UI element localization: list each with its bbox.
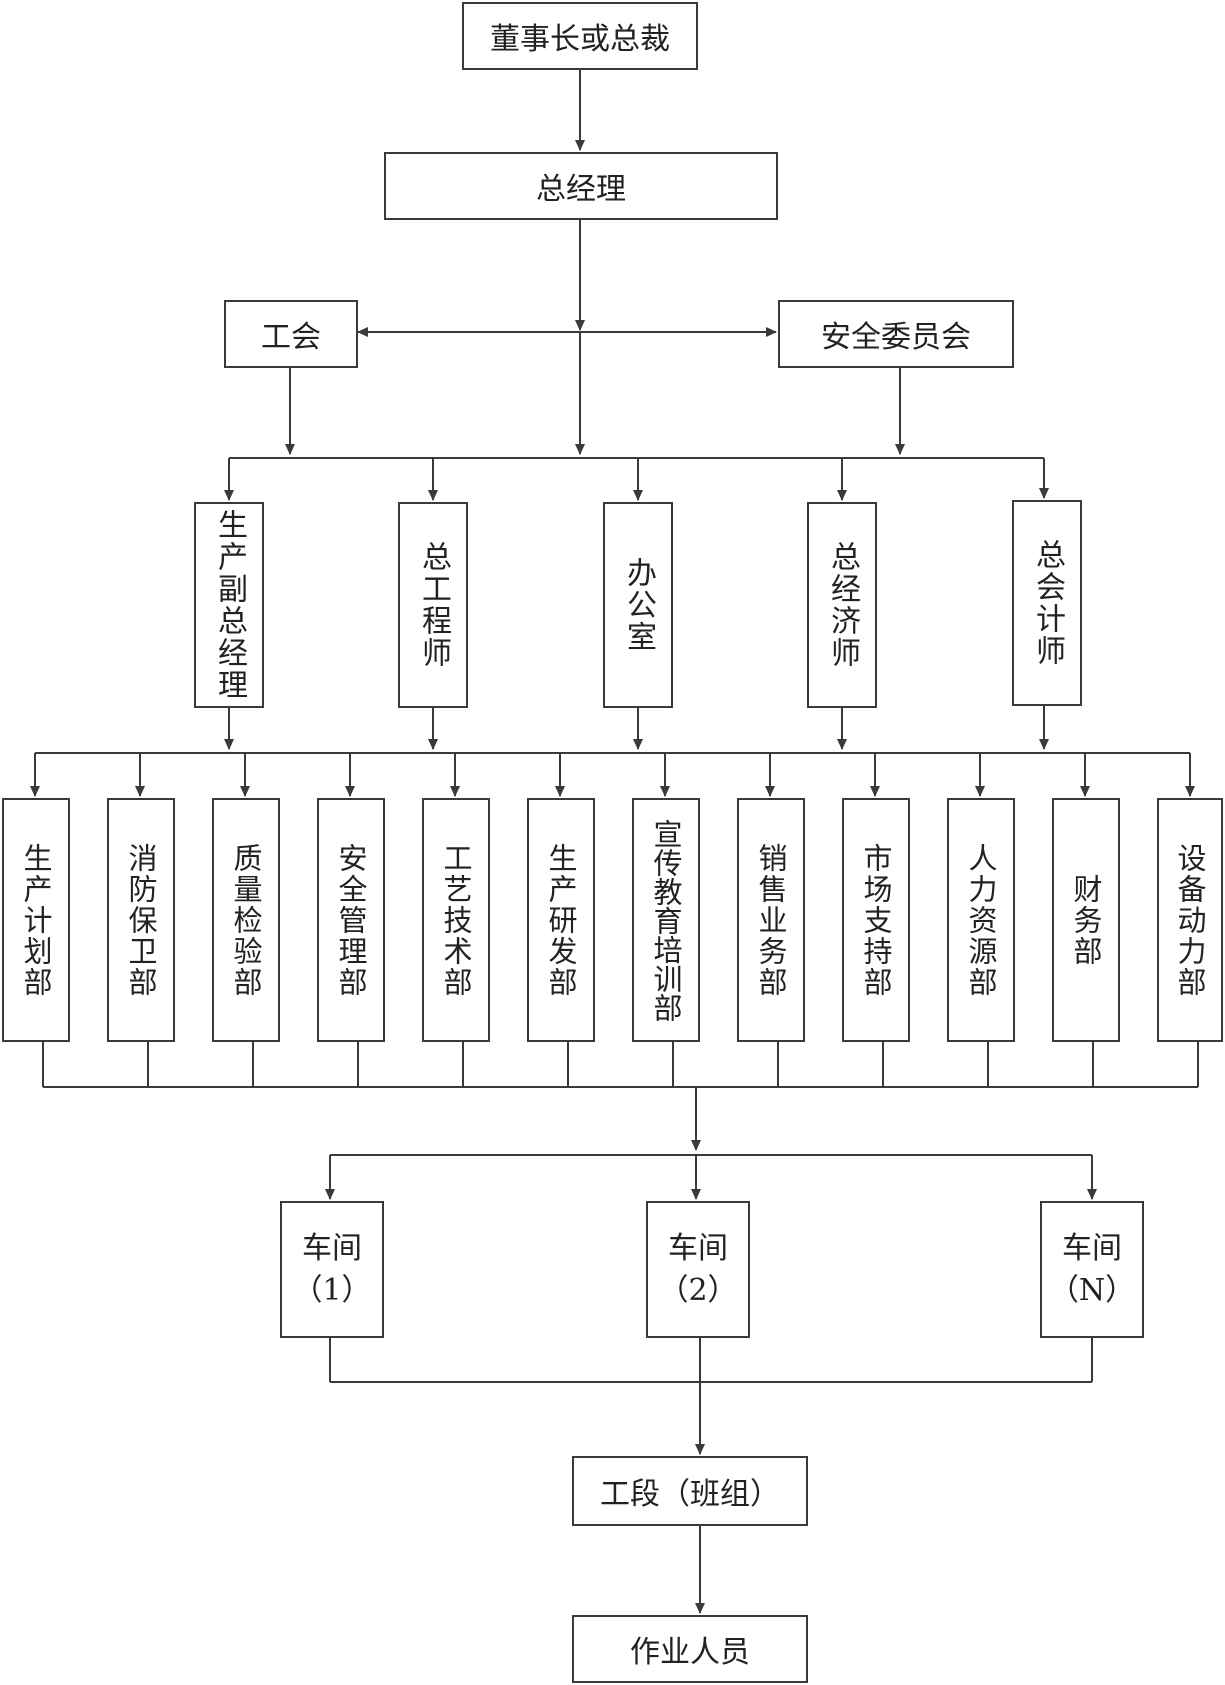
- department-box: 人力资源部: [947, 798, 1015, 1042]
- department-label: 工艺技术部: [439, 842, 473, 998]
- department-box: 宣传教育培训部: [632, 798, 700, 1042]
- department-box: 安全管理部: [317, 798, 385, 1042]
- executive-label: 总经济师: [825, 541, 860, 669]
- department-label: 销售业务部: [754, 842, 788, 998]
- department-label: 质量检验部: [229, 842, 263, 998]
- workers-label: 作业人员: [630, 1635, 750, 1670]
- executive-box: 生产副总经理: [194, 502, 264, 708]
- department-box: 质量检验部: [212, 798, 280, 1042]
- safety-committee-label: 安全委员会: [821, 320, 971, 355]
- department-label: 消防保卫部: [124, 842, 158, 998]
- department-label: 财务部: [1069, 873, 1103, 967]
- department-label: 市场支持部: [859, 842, 893, 998]
- department-box: 设备动力部: [1157, 798, 1223, 1042]
- department-box: 生产研发部: [527, 798, 595, 1042]
- department-box: 市场支持部: [842, 798, 910, 1042]
- section-box: 工段（班组）: [572, 1456, 808, 1526]
- chairman-label: 董事长或总裁: [490, 22, 670, 57]
- workshop-box: 车间 （1）: [280, 1201, 384, 1338]
- department-box: 消防保卫部: [107, 798, 175, 1042]
- workshop-number: （1）: [292, 1272, 372, 1308]
- executive-label: 总工程师: [416, 541, 451, 669]
- executive-box: 总会计师: [1012, 500, 1082, 706]
- workshop-box: 车间 （N）: [1040, 1201, 1144, 1338]
- general-manager-box: 总经理: [384, 152, 778, 220]
- workshop-number: （N）: [1048, 1272, 1136, 1308]
- department-label: 设备动力部: [1173, 842, 1207, 998]
- workshop-box: 车间 （2）: [646, 1201, 750, 1338]
- executive-box: 总工程师: [398, 502, 468, 708]
- department-box: 财务部: [1052, 798, 1120, 1042]
- union-box: 工会: [224, 300, 358, 368]
- department-label: 生产计划部: [19, 842, 53, 998]
- safety-committee-box: 安全委员会: [778, 300, 1014, 368]
- union-label: 工会: [261, 320, 321, 355]
- executive-label: 生产副总经理: [212, 509, 247, 701]
- workshop-label: 车间: [302, 1230, 362, 1266]
- department-label: 生产研发部: [544, 842, 578, 998]
- executive-label: 总会计师: [1030, 539, 1065, 667]
- executive-label: 办公室: [621, 557, 656, 653]
- executive-box: 总经济师: [807, 502, 877, 708]
- department-label: 宣传教育培训部: [649, 818, 683, 1022]
- department-box: 工艺技术部: [422, 798, 490, 1042]
- workshop-label: 车间: [1062, 1230, 1122, 1266]
- executive-box: 办公室: [603, 502, 673, 708]
- department-box: 生产计划部: [2, 798, 70, 1042]
- section-label: 工段（班组）: [600, 1477, 780, 1512]
- department-label: 安全管理部: [334, 842, 368, 998]
- department-label: 人力资源部: [964, 842, 998, 998]
- general-manager-label: 总经理: [536, 172, 626, 207]
- chairman-box: 董事长或总裁: [462, 2, 698, 70]
- workshop-number: （2）: [658, 1272, 738, 1308]
- workshop-label: 车间: [668, 1230, 728, 1266]
- workers-box: 作业人员: [572, 1615, 808, 1683]
- department-box: 销售业务部: [737, 798, 805, 1042]
